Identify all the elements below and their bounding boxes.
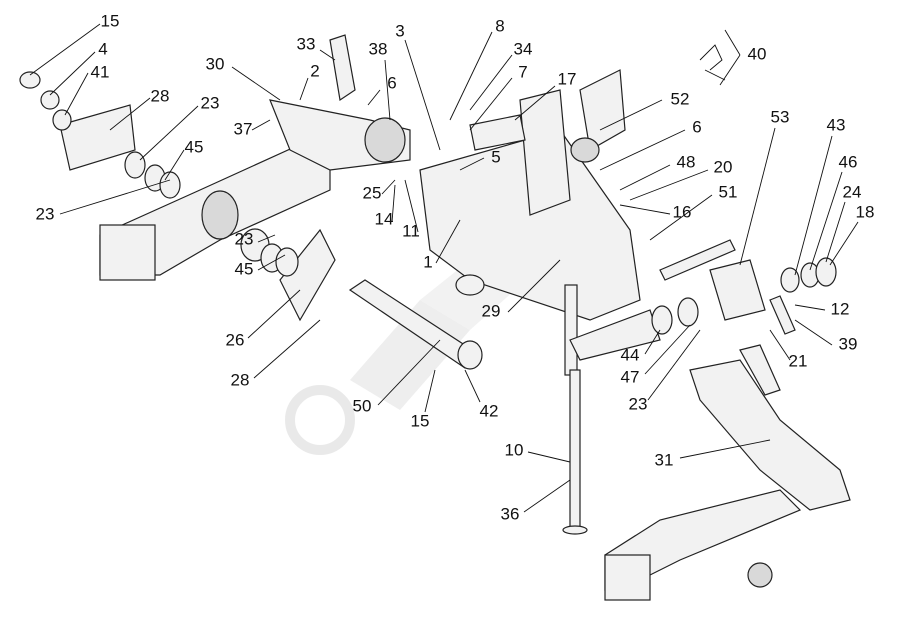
callout: 12	[831, 299, 850, 318]
stand-post	[564, 284, 578, 376]
callout: 3	[395, 21, 404, 40]
arm-31	[689, 359, 851, 511]
callout: 7	[518, 62, 527, 81]
bracket-28	[59, 104, 136, 171]
stand-36	[569, 369, 581, 531]
callout: 28	[231, 370, 250, 389]
callout: 30	[206, 54, 225, 73]
callout: 21	[789, 351, 808, 370]
callout: 20	[714, 157, 733, 176]
bushing	[201, 190, 239, 240]
callout: 10	[505, 440, 524, 459]
callout: 41	[91, 62, 110, 81]
callout: 47	[621, 367, 640, 386]
housing-53	[709, 259, 766, 321]
callout: 37	[234, 119, 253, 138]
callout: 31	[655, 450, 674, 469]
callout: 23	[235, 229, 254, 248]
callout: 6	[692, 117, 701, 136]
tube	[569, 309, 661, 361]
bracket-26	[279, 228, 336, 322]
callout: 24	[843, 182, 862, 201]
callout: 45	[235, 259, 254, 278]
callout: 33	[297, 34, 316, 53]
leader-lines	[29, 23, 859, 513]
callout: 17	[558, 69, 577, 88]
pin-17	[469, 114, 526, 151]
callout: 23	[36, 204, 55, 223]
callout: 16	[673, 202, 692, 221]
right-plate	[604, 554, 651, 601]
callout: 43	[827, 115, 846, 134]
callout: 15	[101, 11, 120, 30]
callout: 52	[671, 89, 690, 108]
callout: 26	[226, 330, 245, 349]
callout: 39	[839, 334, 858, 353]
callout: 23	[201, 93, 220, 112]
callout: 1	[423, 252, 432, 271]
callout: 8	[495, 16, 504, 35]
callout: 2	[310, 61, 319, 80]
callout-labels: 15 4 41 28 23 45 23 30 33 2 38 3 8 34 7 …	[36, 11, 875, 523]
part-21	[739, 344, 781, 396]
callout: 34	[514, 39, 533, 58]
callout: 42	[480, 401, 499, 420]
hook	[579, 69, 626, 151]
callout: 15	[411, 411, 430, 430]
callout: 14	[375, 209, 394, 228]
callout: 45	[185, 137, 204, 156]
callout: 50	[353, 396, 372, 415]
callout: 46	[839, 152, 858, 171]
callout: 23	[629, 394, 648, 413]
callout: 51	[719, 182, 738, 201]
callout: 11	[402, 221, 420, 240]
part-33	[329, 34, 356, 102]
callout: 6	[387, 73, 396, 92]
pin-40	[699, 44, 726, 81]
callout: 48	[677, 152, 696, 171]
callout: 25	[363, 183, 382, 202]
parts	[19, 34, 851, 601]
callout: 36	[501, 504, 520, 523]
callout: 40	[748, 44, 767, 63]
callout: 44	[621, 345, 640, 364]
callout: 28	[151, 86, 170, 105]
callout: 53	[771, 107, 790, 126]
left-plate	[99, 224, 156, 281]
callout: 38	[369, 39, 388, 58]
callout: 18	[856, 202, 875, 221]
callout: 29	[482, 301, 501, 320]
pin-51	[659, 239, 736, 281]
callout: 4	[98, 39, 107, 58]
callout: 5	[491, 147, 500, 166]
